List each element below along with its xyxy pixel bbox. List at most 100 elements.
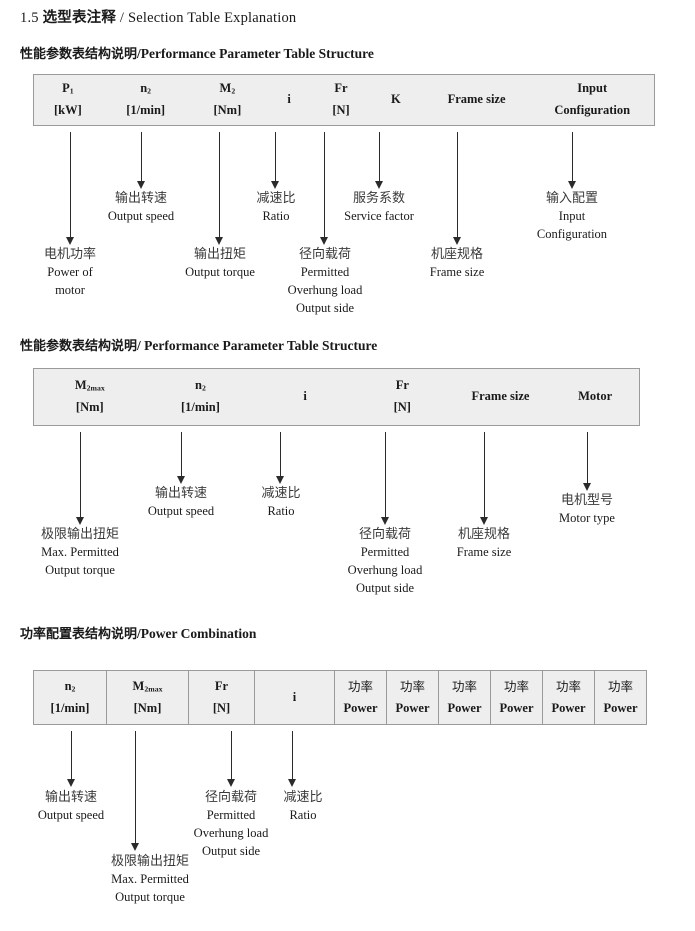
table3-col-power-4-cn: 功率 bbox=[503, 678, 529, 694]
table2-col-fr-line2: [N] bbox=[393, 400, 411, 414]
table2-col-m2max-line1: M2max bbox=[74, 378, 105, 393]
table1-col-input-configuration-line1: Input bbox=[577, 81, 608, 96]
arrow-to-output-torque bbox=[215, 132, 224, 245]
section-number: 1.5 bbox=[20, 10, 39, 26]
arrow-to-input-configuration bbox=[568, 132, 577, 189]
section-heading-1-en: Performance Parameter Table Structure bbox=[140, 46, 374, 61]
table2-col-n2: n2 [1/min] bbox=[146, 369, 256, 425]
table2-col-i-line1: i bbox=[303, 389, 307, 404]
label-max-permitted-output-torque-cn: 极限输出扭矩 bbox=[40, 527, 120, 542]
page-title-en: Selection Table Explanation bbox=[127, 10, 297, 26]
label-input-configuration-cn: 输入配置 bbox=[545, 191, 599, 206]
table3-col-power-6: 功率 Power bbox=[594, 671, 646, 724]
label-output-speed-3: 输出转速 Output speed bbox=[38, 789, 104, 825]
table3-col-power-2: 功率 Power bbox=[386, 671, 438, 724]
section-heading-1: 性能参数表结构说明/Performance Parameter Table St… bbox=[20, 43, 374, 62]
table1-col-fr: Fr [N] bbox=[313, 75, 369, 125]
label-max-permitted-output-torque-en-2: Output torque bbox=[45, 563, 115, 578]
table3-col-power-3-cn: 功率 bbox=[451, 678, 477, 694]
table3-col-power-1-cn: 功率 bbox=[347, 678, 373, 694]
table3-col-n2: n2 [1/min] bbox=[34, 671, 106, 724]
label-service-factor-cn: 服务系数 bbox=[352, 191, 406, 206]
label-permitted-overhung-load-3-en-1: Permitted bbox=[206, 808, 256, 823]
section-heading-2-cn: 性能参数表结构说明 bbox=[20, 339, 138, 354]
table2-col-m2max-line2: [Nm] bbox=[75, 400, 104, 414]
table2-col-frame-size-line1: Frame size bbox=[471, 389, 530, 404]
label-permitted-overhung-load-cn: 径向载荷 bbox=[298, 247, 352, 262]
label-power-of-motor-cn: 电机功率 bbox=[43, 247, 97, 262]
table3-col-power-1-en: Power bbox=[343, 700, 378, 715]
table3-col-power-6-cn: 功率 bbox=[607, 678, 633, 694]
table1-col-k: K bbox=[369, 75, 423, 125]
table1-col-k-line1: K bbox=[390, 92, 401, 107]
table2-col-i: i bbox=[255, 369, 355, 425]
table3-col-m2max: M2max [Nm] bbox=[106, 671, 188, 724]
label-frame-size-2-en-1: Frame size bbox=[456, 545, 512, 560]
label-output-torque-cn: 输出扭矩 bbox=[193, 247, 247, 262]
section-heading-3: 功率配置表结构说明/Power Combination bbox=[20, 623, 256, 642]
arrow-to-power-of-motor bbox=[66, 132, 75, 245]
label-motor-type-cn: 电机型号 bbox=[560, 493, 613, 508]
arrow-to-output-speed-3 bbox=[67, 731, 76, 787]
label-permitted-overhung-load-2-en-3: Output side bbox=[356, 580, 414, 595]
label-permitted-overhung-load-3-cn: 径向载荷 bbox=[204, 790, 258, 805]
table2-col-n2-line1: n2 bbox=[195, 378, 206, 393]
table3-col-i-line1: i bbox=[292, 689, 297, 704]
power-combination-table: n2 [1/min] M2max [Nm] Fr [N] i 功率 Power … bbox=[33, 670, 647, 725]
table1-col-frame-size: Frame size bbox=[423, 75, 531, 125]
section-heading-3-sep: / bbox=[137, 626, 141, 641]
label-output-torque-en-1: Output torque bbox=[185, 265, 255, 280]
label-ratio-2-en-1: Ratio bbox=[267, 504, 295, 519]
table3-col-n2-line1: n2 bbox=[64, 678, 76, 694]
arrow-to-permitted-overhung-load-3 bbox=[227, 731, 236, 787]
label-output-speed: 输出转速 Output speed bbox=[108, 190, 174, 226]
label-permitted-overhung-load-3-en-2: Overhung load bbox=[193, 826, 269, 841]
label-max-permitted-output-torque-en-1: Max. Permitted bbox=[41, 545, 119, 560]
table2-col-frame-size: Frame size bbox=[450, 369, 552, 425]
label-frame-size-cn: 机座规格 bbox=[430, 247, 483, 262]
table2-col-motor-line1: Motor bbox=[578, 389, 613, 404]
table3-col-power-4: 功率 Power bbox=[490, 671, 542, 724]
label-max-permitted-output-torque-3-en-1: Max. Permitted bbox=[111, 872, 189, 887]
table1-col-m2-line2: [Nm] bbox=[213, 103, 242, 117]
label-power-of-motor: 电机功率 Power of motor bbox=[44, 246, 96, 300]
label-permitted-overhung-load-3-en-3: Output side bbox=[202, 843, 260, 858]
arrow-to-max-permitted-output-torque-3 bbox=[131, 731, 140, 851]
label-permitted-overhung-load-2: 径向载荷 Permitted Overhung load Output side bbox=[348, 526, 423, 598]
table3-col-fr: Fr [N] bbox=[188, 671, 254, 724]
label-service-factor-en-1: Service factor bbox=[344, 209, 414, 224]
label-permitted-overhung-load-2-en-2: Overhung load bbox=[347, 563, 423, 578]
table3-col-power-3-en: Power bbox=[447, 700, 482, 715]
table2-col-fr-line1: Fr bbox=[395, 378, 409, 393]
table1-col-fr-line2: [N] bbox=[332, 103, 350, 117]
arrow-to-ratio bbox=[271, 132, 280, 189]
label-input-configuration-en-1: Input bbox=[558, 209, 586, 224]
section-heading-3-en: Power Combination bbox=[140, 626, 257, 641]
table1-col-n2-line2: [1/min] bbox=[126, 103, 166, 117]
table3-col-m2max-line2: [Nm] bbox=[133, 700, 162, 715]
table3-col-power-4-en: Power bbox=[499, 700, 534, 715]
arrow-to-ratio-2 bbox=[276, 432, 285, 484]
section-heading-1-sep: / bbox=[137, 46, 141, 61]
performance-parameter-table-1: P1 [kW] n2 [1/min] M2 [Nm] i Fr [N] K Fr… bbox=[33, 74, 655, 126]
performance-parameter-table-2: M2max [Nm] n2 [1/min] i Fr [N] Frame siz… bbox=[33, 368, 640, 426]
table2-col-n2-line2: [1/min] bbox=[181, 400, 220, 414]
table3-col-power-5-en: Power bbox=[551, 700, 586, 715]
arrow-to-service-factor bbox=[375, 132, 384, 189]
section-heading-3-cn: 功率配置表结构说明 bbox=[20, 627, 138, 642]
table2-col-motor: Motor bbox=[551, 369, 639, 425]
table1-col-i-line1: i bbox=[287, 92, 291, 107]
table1-col-m2: M2 [Nm] bbox=[190, 75, 266, 125]
table2-col-m2max: M2max [Nm] bbox=[34, 369, 146, 425]
label-ratio-2: 减速比 Ratio bbox=[261, 485, 300, 521]
table3-col-fr-line2: [N] bbox=[212, 700, 231, 715]
page-title-cn: 选型表注释 bbox=[42, 10, 117, 26]
table3-col-power-6-en: Power bbox=[603, 700, 638, 715]
table1-col-input-configuration: Input Configuration bbox=[530, 75, 654, 125]
table3-col-power-5-cn: 功率 bbox=[555, 678, 581, 694]
label-frame-size-2-cn: 机座规格 bbox=[457, 527, 510, 542]
label-permitted-overhung-load-2-en-1: Permitted bbox=[360, 545, 410, 560]
table1-col-input-configuration-line2: Configuration bbox=[554, 103, 631, 117]
label-permitted-overhung-load-3: 径向载荷 Permitted Overhung load Output side bbox=[194, 789, 269, 861]
label-output-speed-2: 输出转速 Output speed bbox=[148, 485, 214, 521]
